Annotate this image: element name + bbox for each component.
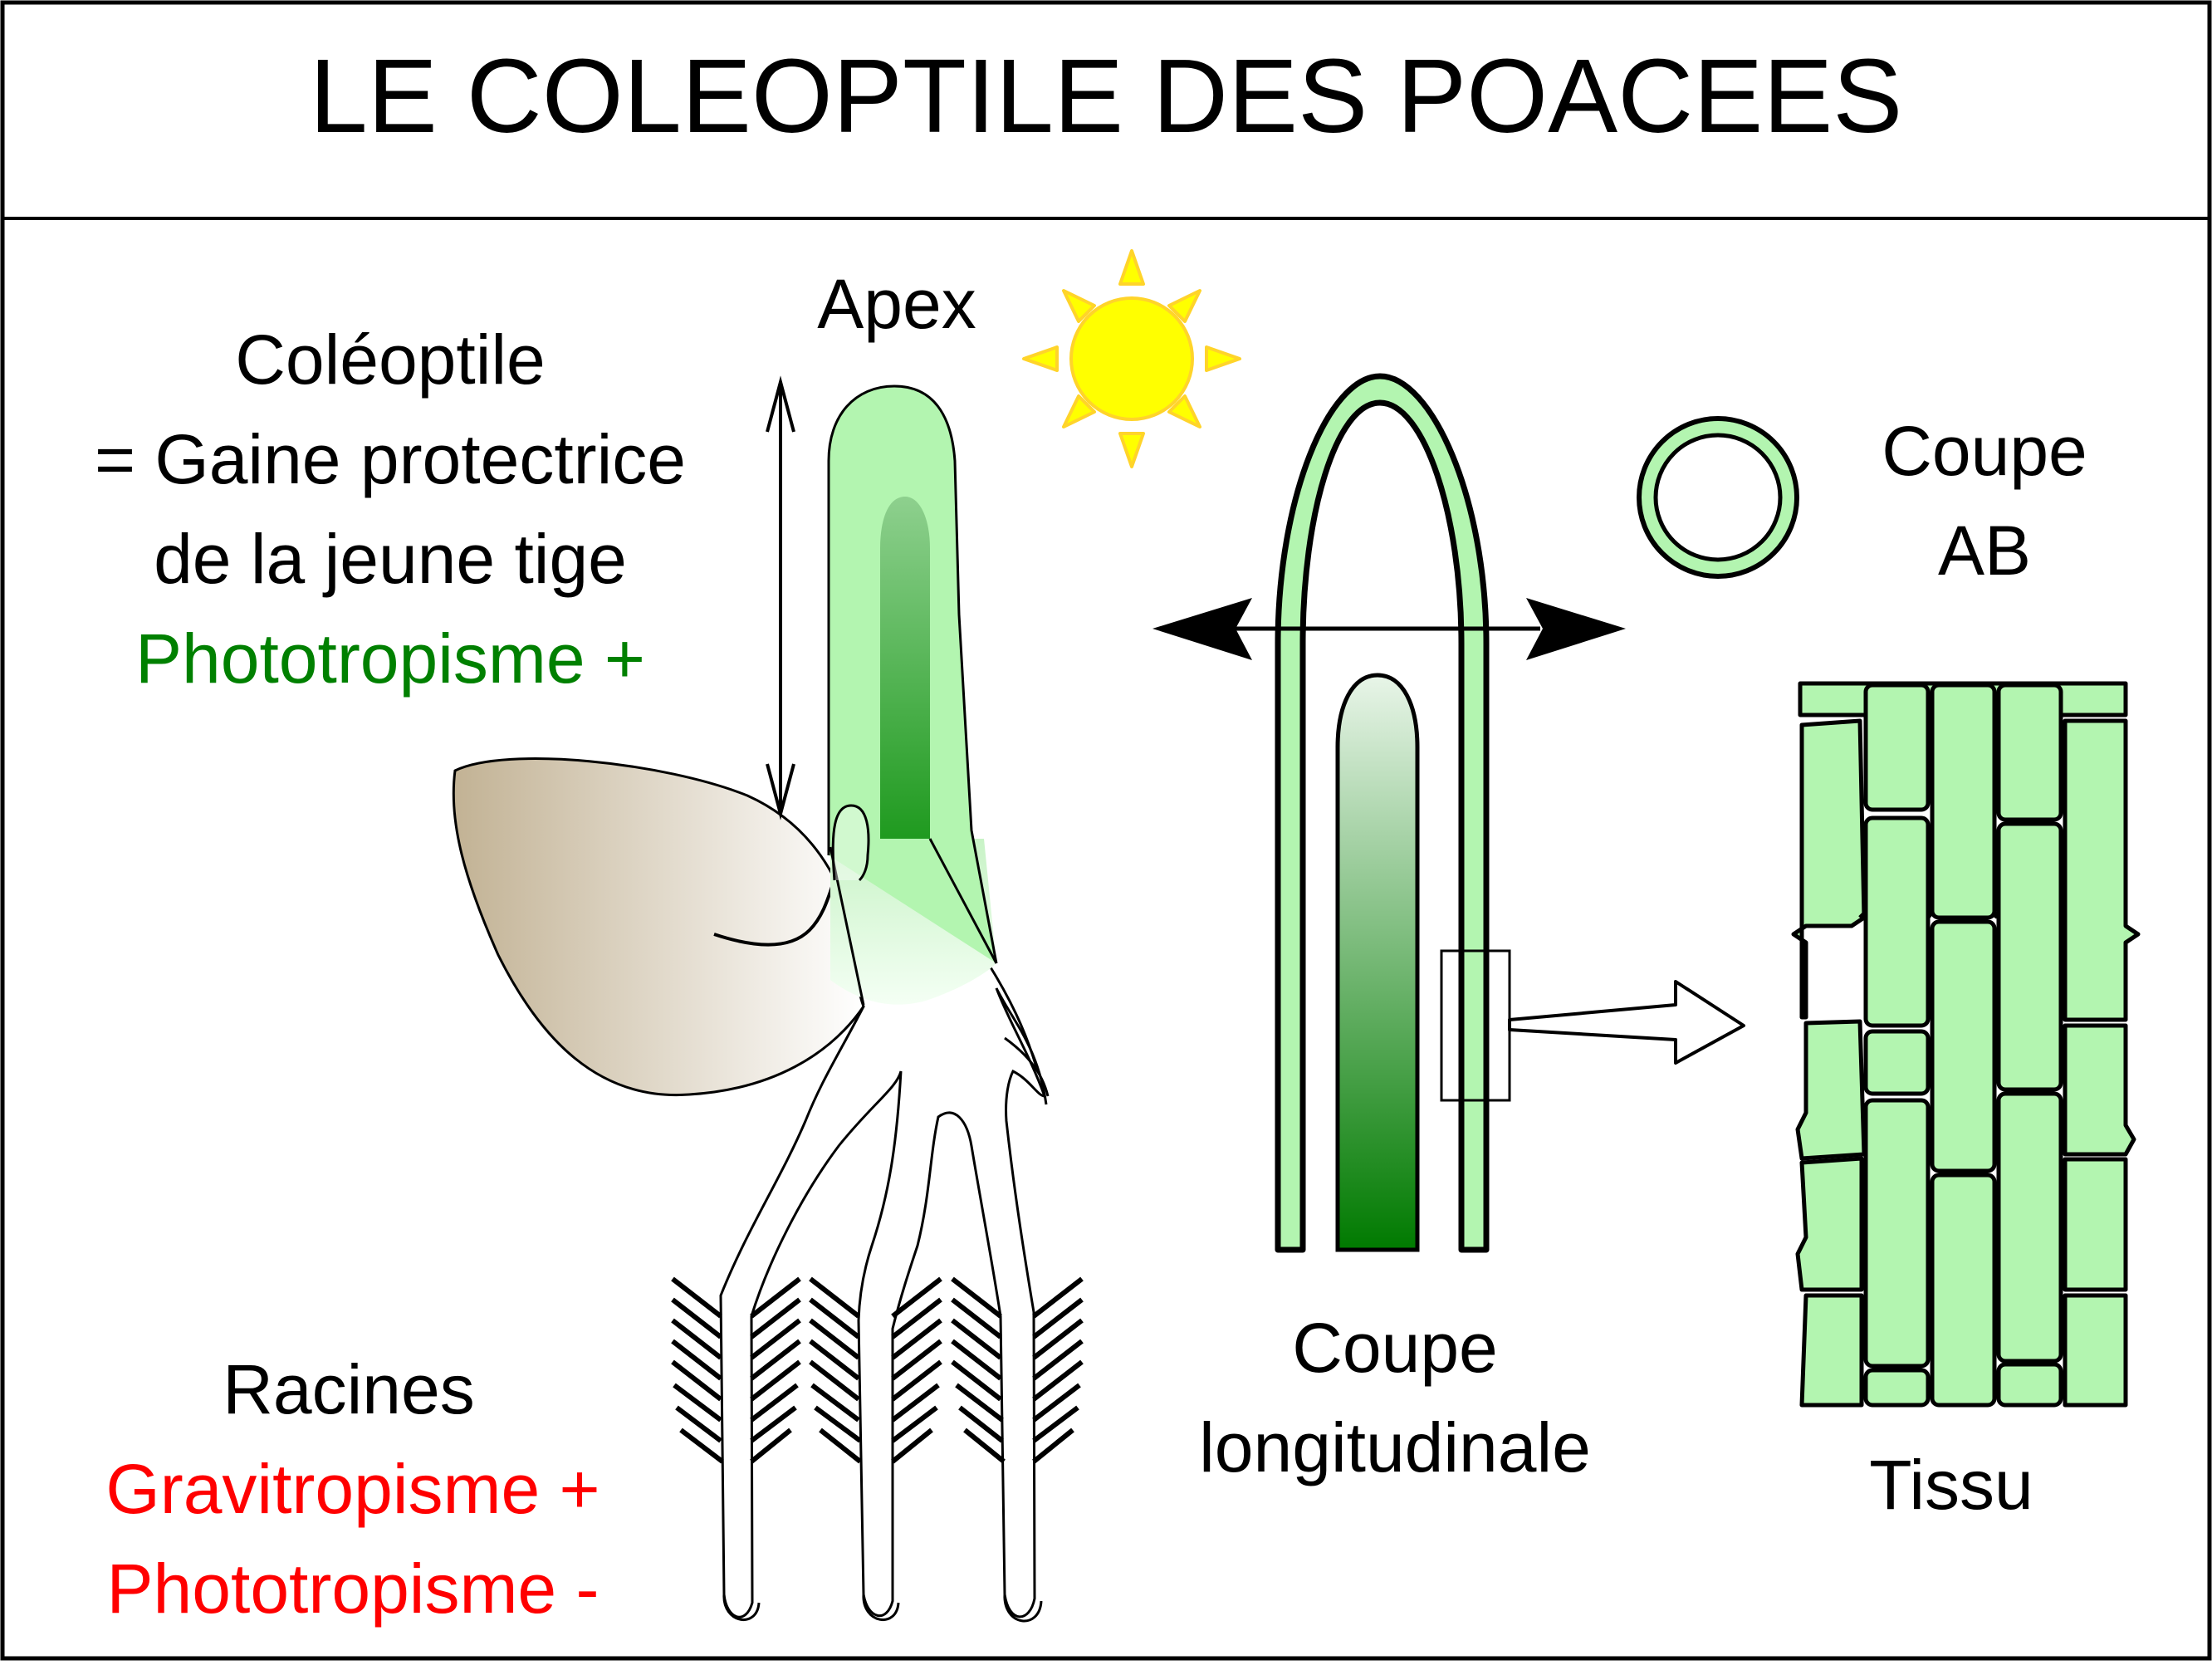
label-gravitropisme-positif: Gravitropisme +	[105, 1450, 600, 1528]
label-coupe-ab-2: AB	[1937, 512, 2032, 590]
label-coupe-ab-1: Coupe	[1882, 412, 2087, 490]
tissue	[1791, 681, 2141, 1408]
label-racines: Racines	[223, 1350, 475, 1428]
roots	[671, 962, 1084, 1623]
label-jeune-tige: de la jeune tige	[154, 520, 627, 598]
coleorhiza	[831, 804, 870, 882]
label-coupe-longitudinale-1: Coupe	[1292, 1309, 1498, 1387]
sun-icon	[1022, 249, 1241, 468]
ab-arrow	[1152, 598, 1626, 660]
coleoptile-wall	[1275, 373, 1490, 1253]
longitudinal-section	[1275, 373, 1745, 1253]
page-title: LE COLEOPTILE DES POACEES	[309, 37, 1903, 154]
label-apex: Apex	[817, 265, 976, 343]
first-leaf	[880, 497, 930, 839]
label-coupe-longitudinale-2: longitudinale	[1199, 1408, 1591, 1486]
label-gaine-protectrice: = Gaine protectrice	[94, 420, 687, 498]
zoom-arrow	[1508, 980, 1745, 1065]
label-phototropisme-negatif: Phototropisme -	[106, 1550, 599, 1628]
inner-leaf	[1335, 673, 1420, 1252]
label-phototropisme-positif: Phototropisme +	[135, 619, 645, 698]
seed	[452, 757, 865, 1097]
label-coleoptile: Coléoptile	[235, 321, 546, 399]
label-tissu: Tissu	[1869, 1446, 2033, 1524]
